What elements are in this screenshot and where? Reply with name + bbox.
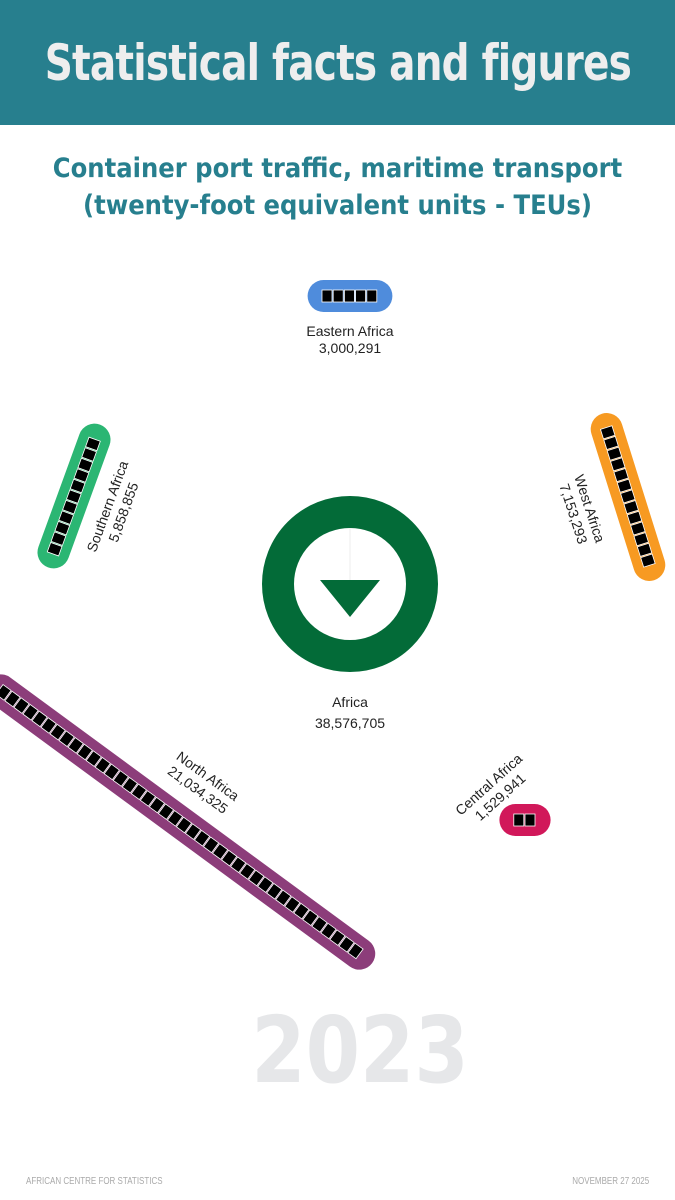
container-icon: [248, 869, 265, 887]
container-icon: [76, 743, 93, 761]
container-icon: [94, 756, 111, 774]
header-banner: Statistical facts and figures: [0, 0, 675, 125]
region-pill-southern-africa: [37, 423, 111, 569]
container-icon: [50, 531, 67, 546]
container-icon: [166, 809, 184, 827]
container-icon: [193, 829, 211, 847]
container-icon: [175, 816, 193, 834]
container-icon: [139, 790, 157, 807]
container-icon: [630, 521, 646, 536]
container-icon: [366, 289, 378, 303]
container-icon: [81, 447, 97, 462]
container-icon: [311, 916, 328, 933]
footer-date: NOVEMBER 27 2025: [572, 1176, 649, 1187]
container-icon: [46, 541, 63, 557]
container-icon: [338, 935, 355, 953]
container-icon: [284, 896, 301, 913]
container-icon: [610, 457, 626, 472]
container-icon: [69, 478, 86, 494]
container-icon: [22, 703, 39, 721]
container-icon: [302, 909, 319, 927]
container-icon: [54, 520, 71, 536]
container-icon: [606, 446, 623, 461]
container-icon: [230, 856, 247, 874]
container-icon: [355, 289, 366, 303]
down-triangle-icon: [320, 580, 380, 617]
region-pill-north-africa: [0, 674, 376, 970]
container-icon: [633, 532, 649, 547]
chart-title: Container port traffic, maritime transpo…: [52, 153, 623, 221]
region-pill-central-africa: [499, 804, 551, 836]
container-icon: [58, 510, 74, 525]
container-icon: [65, 489, 82, 504]
container-icon: [266, 882, 283, 900]
container-icon: [148, 796, 166, 814]
container-icon: [293, 902, 310, 920]
africa-total-donut: Africa 38,576,705: [262, 496, 438, 731]
container-icon: [211, 843, 229, 860]
total-name: Africa: [332, 694, 368, 710]
total-value: 38,576,705: [315, 715, 385, 731]
container-icon: [513, 813, 525, 827]
container-icon: [13, 697, 30, 714]
container-icon: [329, 929, 346, 947]
container-icon: [73, 468, 90, 483]
container-icon: [67, 737, 84, 754]
container-icon: [257, 876, 274, 893]
container-icon: [157, 803, 175, 821]
container-icon: [112, 770, 129, 787]
footer-source: AFRICAN CENTRE FOR STATISTICS: [26, 1176, 163, 1187]
container-icon: [347, 942, 364, 960]
container-icon: [58, 730, 75, 748]
container-icon: [613, 467, 629, 483]
container-icon: [275, 889, 292, 907]
container-icon: [184, 823, 202, 840]
container-icon: [616, 478, 633, 493]
region-pill-west-africa: [590, 413, 666, 581]
container-icon: [130, 783, 148, 801]
container-icon: [344, 289, 355, 303]
container-icon: [4, 690, 21, 708]
container-icon: [202, 836, 220, 854]
container-icon: [636, 542, 653, 557]
page-title: Statistical facts and figures: [44, 33, 631, 92]
container-icon: [49, 723, 66, 741]
year-watermark: 2023: [251, 998, 469, 1105]
donut-ring: [262, 496, 438, 672]
container-icon: [77, 457, 94, 473]
region-value: 3,000,291: [319, 340, 381, 356]
container-icon: [103, 763, 120, 781]
container-icon: [62, 499, 78, 515]
container-icon: [0, 683, 12, 701]
container-icon: [31, 710, 48, 728]
container-icon: [121, 776, 139, 794]
container-icon: [600, 425, 616, 440]
container-icon: [603, 435, 619, 451]
container-icon: [620, 489, 636, 504]
container-icon: [40, 717, 57, 734]
container-icon: [321, 289, 333, 303]
region-pill-eastern-africa: [307, 280, 393, 312]
container-icon: [332, 289, 344, 303]
container-icon: [626, 510, 643, 525]
container-icon: [239, 863, 256, 880]
container-icon: [85, 750, 102, 768]
container-icon: [85, 436, 101, 452]
region-name: Eastern Africa: [306, 323, 393, 339]
container-icon: [524, 813, 536, 827]
container-icon: [320, 922, 337, 940]
container-icon: [640, 553, 656, 568]
container-icon: [623, 500, 639, 515]
container-icon: [221, 849, 238, 867]
